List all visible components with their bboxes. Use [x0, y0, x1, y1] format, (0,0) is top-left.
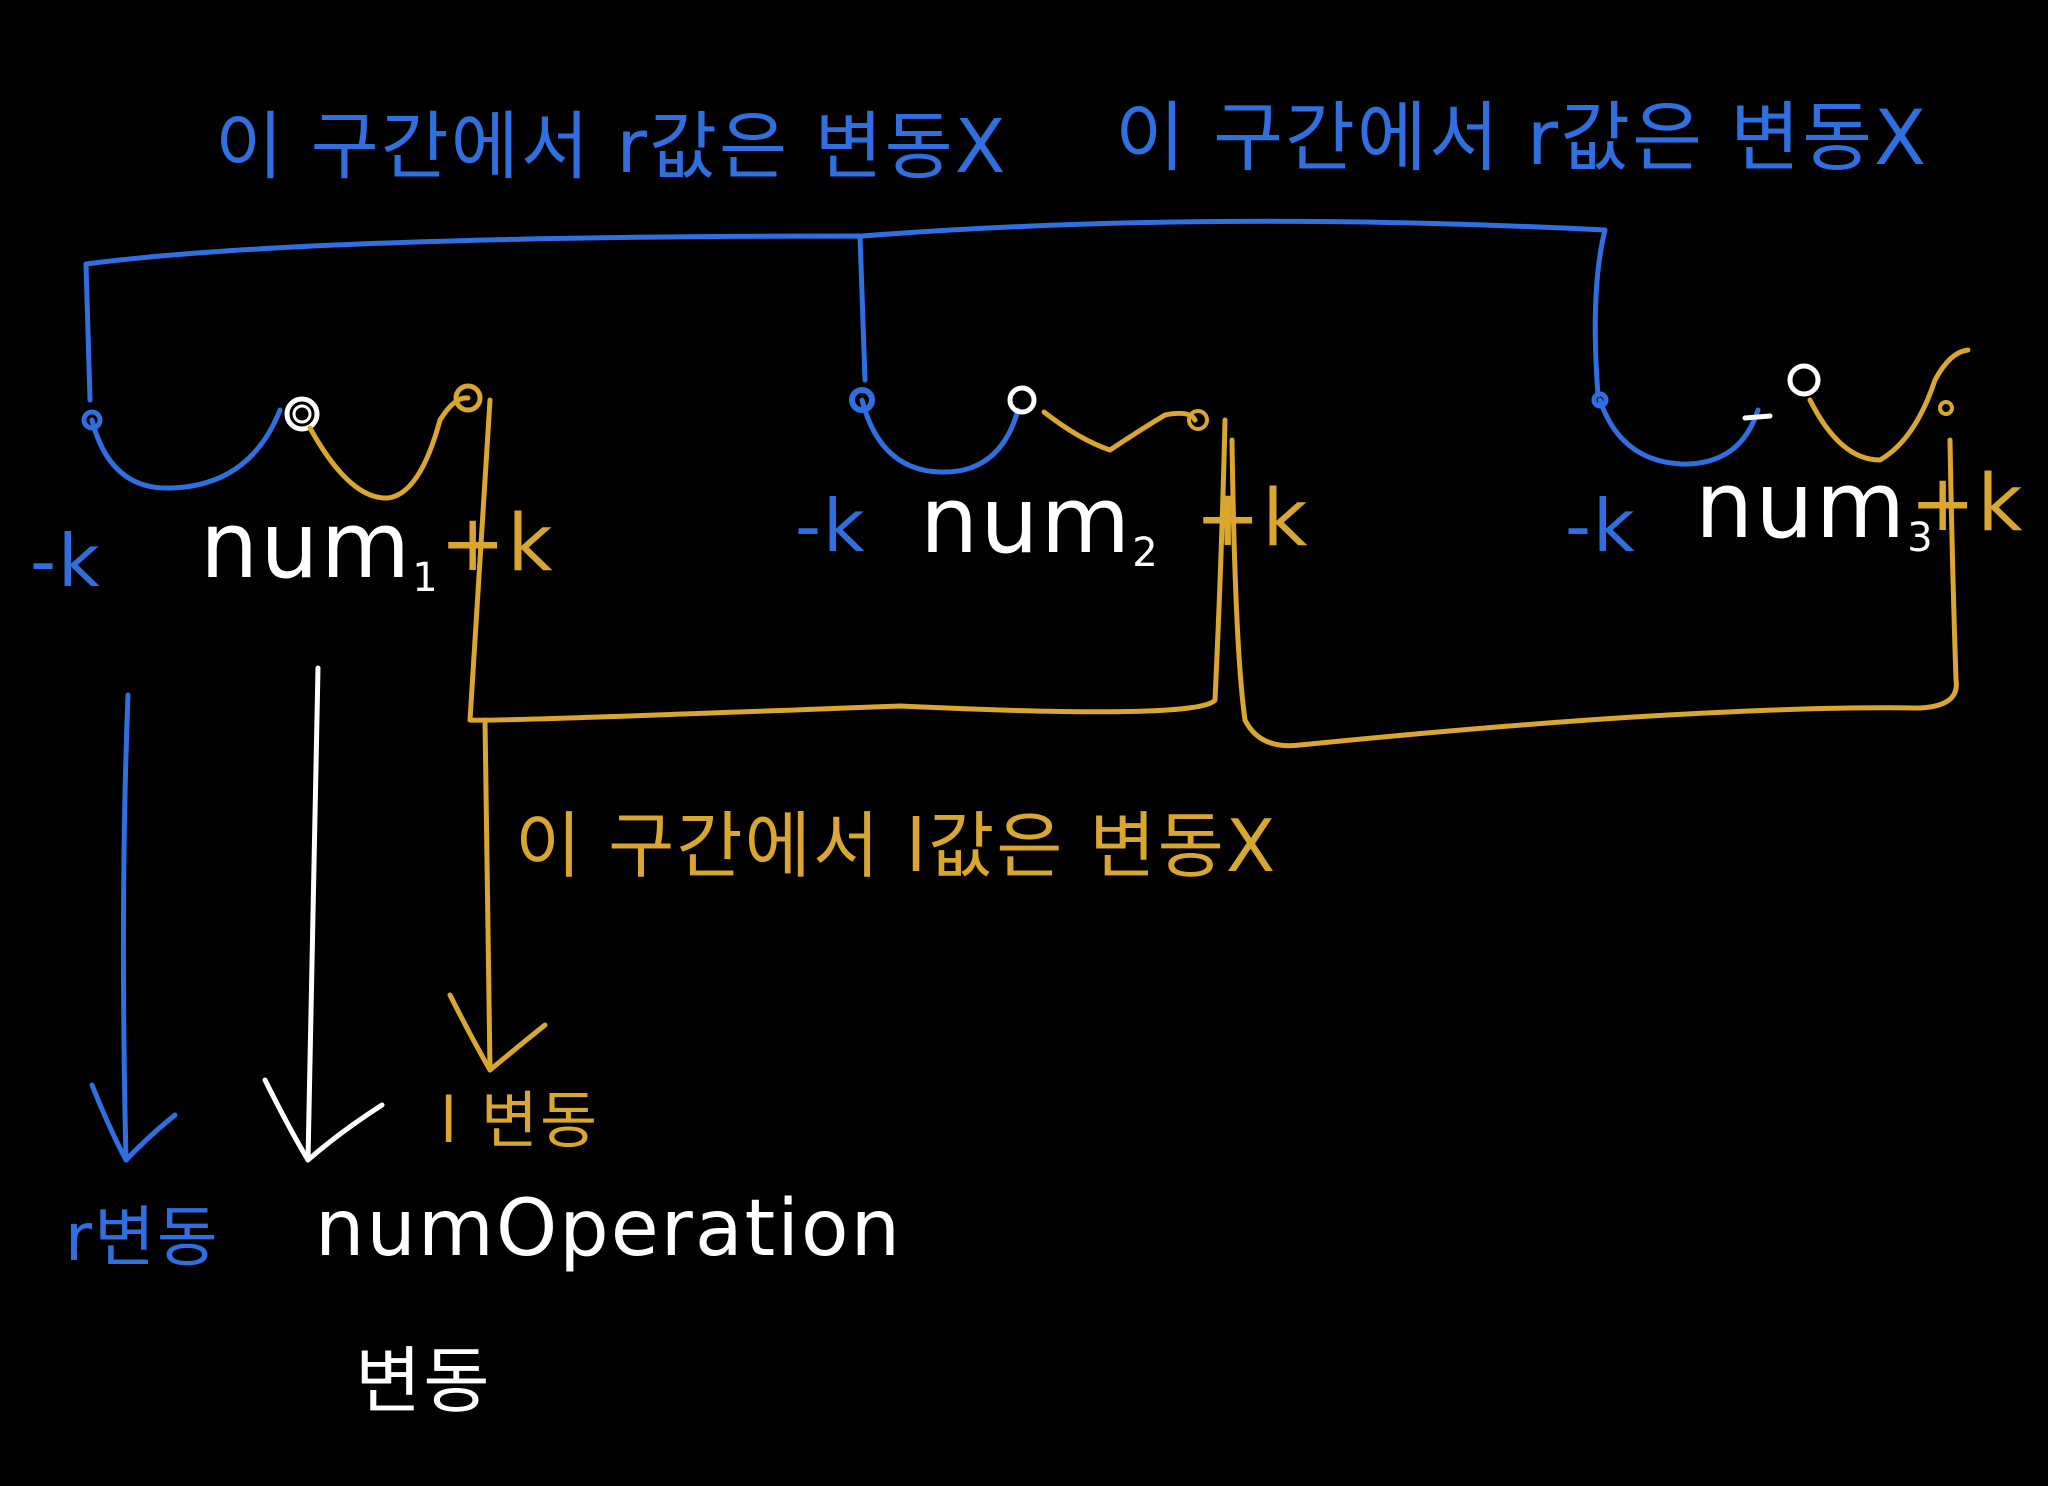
gold-pointer-2 — [1187, 409, 1209, 431]
term-3-name: num3 — [1695, 460, 1935, 561]
term-1-minus: -k — [30, 519, 102, 603]
center-marker-2 — [1007, 385, 1037, 415]
term-2-subscript: 2 — [1132, 530, 1160, 576]
gold-bracket-right — [1229, 437, 1959, 749]
center-marker-3-dash — [1742, 413, 1773, 421]
blue-arrow-r-change — [120, 692, 131, 1163]
middle-note: 이 구간에서 l값은 변동X — [515, 804, 1278, 888]
center-marker-1-inner — [292, 404, 312, 424]
num-operation-label: numOperation — [315, 1184, 903, 1274]
white-arrow-head — [262, 1077, 385, 1163]
gold-window-3 — [1807, 347, 1971, 463]
term-2-plus: +k — [1195, 474, 1310, 564]
term-3-plus: +k — [1910, 459, 2025, 549]
blue-window-3 — [1597, 397, 1761, 467]
term-1-name: num1 — [200, 500, 440, 601]
blue-bracket-right — [859, 218, 1608, 398]
gold-bracket-left — [467, 397, 1228, 723]
gold-pointer-3 — [1938, 400, 1954, 416]
l-change-label: l 변동 — [440, 1084, 600, 1157]
gold-arrow-head — [447, 992, 548, 1073]
term-3-subscript: 3 — [1907, 515, 1935, 561]
term-1-num: num — [200, 492, 413, 599]
blue-window-2 — [859, 397, 1021, 475]
term-3-num: num — [1695, 452, 1908, 559]
top-right-note: 이 구간에서 r값은 변동X — [1115, 93, 1929, 182]
gold-arrow-l-change — [482, 717, 493, 1073]
term-1-subscript: 1 — [412, 555, 440, 601]
term-2-num: num — [920, 467, 1133, 574]
num-operation-change-label: 변동 — [355, 1339, 492, 1423]
gold-window-2 — [1041, 409, 1198, 453]
white-arrow-num-operation — [305, 665, 321, 1163]
center-marker-3 — [1787, 363, 1821, 397]
gold-pointer-1 — [453, 383, 483, 413]
blue-pointer-3 — [1591, 391, 1609, 409]
blue-pointer-1 — [81, 409, 103, 431]
term-3-minus: -k — [1565, 484, 1637, 568]
term-2-minus: -k — [795, 484, 867, 568]
term-2-name: num2 — [920, 475, 1160, 576]
blue-arrow-head — [89, 1082, 178, 1163]
center-marker-1 — [284, 396, 320, 432]
r-change-label: r변동 — [65, 1199, 220, 1276]
gold-window-1 — [307, 395, 471, 501]
term-1-plus: +k — [440, 499, 555, 589]
blue-pointer-2 — [849, 387, 875, 413]
blue-bracket-left — [83, 233, 868, 403]
blue-window-1 — [89, 407, 283, 491]
top-left-note: 이 구간에서 r값은 변동X — [215, 104, 1008, 190]
